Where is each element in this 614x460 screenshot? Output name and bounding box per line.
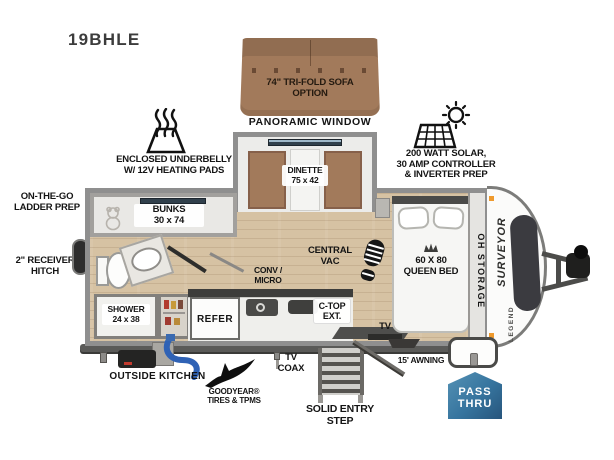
step-foot-left bbox=[318, 395, 323, 403]
coax-connector-icon bbox=[274, 352, 280, 360]
bunk-window bbox=[140, 198, 206, 204]
marker-light-bottom bbox=[489, 333, 494, 338]
dinette-window bbox=[268, 139, 342, 146]
ctop-ext-label: C-TOP EXT. bbox=[314, 299, 350, 324]
queen-bed-label: 60 X 80 QUEEN BED bbox=[403, 255, 459, 277]
central-vac-label: CENTRAL VAC bbox=[308, 245, 352, 267]
pillow-right bbox=[432, 205, 465, 231]
griddle-knob bbox=[124, 362, 132, 365]
bedside-cabinet bbox=[375, 198, 390, 218]
solar-label: 200 WATT SOLAR, 30 AMP CONTROLLER & INVE… bbox=[396, 148, 496, 181]
underbelly-label: ENCLOSED UNDERBELLY W/ 12V HEATING PADS bbox=[116, 154, 232, 176]
ladder-prep-label: ON-THE-GO LADDER PREP bbox=[14, 191, 80, 213]
bunks-label: BUNKS 30 x 74 bbox=[134, 204, 204, 228]
tri-fold-sofa: 74" TRI-FOLD SOFA OPTION bbox=[240, 38, 380, 116]
sofa-seam bbox=[310, 40, 311, 66]
outside-kitchen-label: OUTSIDE KITCHEN bbox=[109, 371, 206, 382]
cooktop-burner bbox=[256, 303, 265, 312]
wardrobe bbox=[158, 294, 190, 339]
stabilizer-foot-left bbox=[100, 352, 107, 363]
bed-headboard bbox=[392, 196, 470, 204]
chassis-rail bbox=[80, 344, 495, 352]
pass-thru-label: PASS THRU bbox=[457, 386, 493, 411]
pass-thru-badge: PASS THRU bbox=[448, 372, 502, 419]
goodyear-label: GOODYEAR® TIRES & TPMS bbox=[207, 387, 261, 405]
cooktop bbox=[246, 299, 278, 316]
pass-thru-latch bbox=[470, 353, 478, 366]
dinette-bench-right bbox=[324, 151, 362, 209]
teddy-bear-icon bbox=[105, 206, 121, 231]
kitchen-sink bbox=[288, 300, 318, 314]
dinette-label: DINETTE 75 x 42 bbox=[282, 165, 328, 187]
entry-steps bbox=[318, 348, 364, 395]
awning-label: 15' AWNING bbox=[397, 355, 445, 365]
marker-light-top bbox=[489, 196, 494, 201]
conv-micro-label: CONV / MICRO bbox=[253, 265, 283, 285]
receiver-hitch-label: 2" RECEIVER HITCH bbox=[15, 255, 75, 277]
front-window bbox=[509, 214, 542, 312]
pillow-left bbox=[397, 205, 430, 231]
step-foot-right bbox=[358, 395, 363, 403]
oh-storage bbox=[468, 193, 485, 341]
water-hose bbox=[163, 334, 200, 380]
tv-unit bbox=[368, 334, 402, 340]
tv-coax-label: TV COAX bbox=[277, 352, 305, 374]
solar-panel-icon bbox=[413, 101, 471, 149]
aframe-crossmember bbox=[556, 258, 561, 285]
sofa-option-label: 74" TRI-FOLD SOFA OPTION bbox=[266, 77, 354, 99]
clothes-gold2 bbox=[174, 318, 180, 325]
entry-step-label: SOLID ENTRY STEP bbox=[306, 403, 374, 427]
oh-storage-label: OH STORAGE bbox=[476, 233, 486, 309]
jack-wheel bbox=[574, 245, 588, 259]
clothes-gold bbox=[171, 301, 176, 309]
goodyear-wingfoot-icon bbox=[205, 359, 255, 388]
aframe-bar-lower bbox=[541, 275, 589, 292]
shower-label: SHOWER 24 x 38 bbox=[102, 304, 150, 326]
outside-kitchen-griddle bbox=[118, 350, 156, 368]
dinette-bench-left bbox=[248, 151, 286, 209]
footprint-icon bbox=[360, 239, 385, 282]
counter-edge bbox=[188, 289, 353, 297]
brand-primary: SURVEYOR bbox=[496, 217, 508, 287]
clothes-shelf bbox=[163, 312, 185, 314]
shower: SHOWER 24 x 38 bbox=[94, 294, 158, 339]
dinette-slide: DINETTE 75 x 42 bbox=[233, 132, 377, 212]
heating-pads-icon bbox=[146, 108, 186, 154]
bunks: BUNKS 30 x 74 bbox=[90, 193, 237, 237]
awning-bracket bbox=[388, 339, 420, 348]
sofa-tufting-row bbox=[252, 68, 368, 73]
coax-connector-stem bbox=[276, 360, 279, 369]
pass-thru-door bbox=[448, 337, 498, 368]
crown-icon bbox=[424, 243, 438, 252]
clothes-red bbox=[164, 300, 169, 309]
panoramic-window-label: PANORAMIC WINDOW bbox=[248, 116, 372, 128]
queen-bed: 60 X 80 QUEEN BED bbox=[392, 196, 470, 333]
model-label: 19BHLE bbox=[68, 30, 141, 49]
refer-label: REFER bbox=[197, 314, 233, 325]
clothes-dark bbox=[178, 300, 183, 309]
clothes-red2 bbox=[165, 317, 171, 325]
tv-label: TV bbox=[379, 321, 391, 332]
refrigerator: REFER bbox=[190, 297, 240, 340]
brand-secondary: LEGEND bbox=[508, 305, 515, 342]
